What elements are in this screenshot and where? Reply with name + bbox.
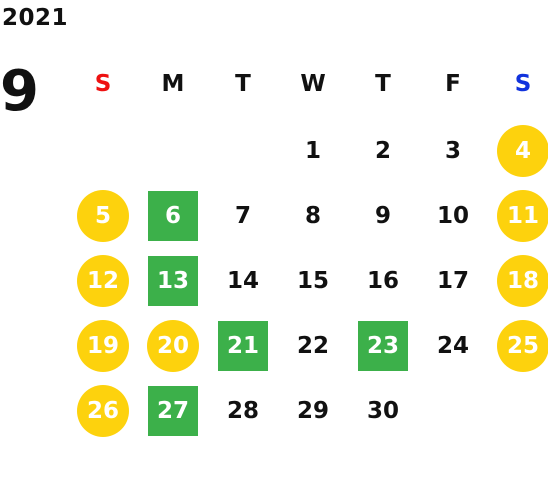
weekday-label: S xyxy=(94,71,112,97)
weekday-label: T xyxy=(375,71,391,97)
day-cell[interactable]: 18 xyxy=(488,255,548,307)
day-number: 24 xyxy=(436,333,469,359)
day-cell[interactable]: 1 xyxy=(278,125,348,177)
day-cell[interactable]: 10 xyxy=(418,190,488,242)
weekday-label: F xyxy=(445,71,461,97)
day-number: 15 xyxy=(296,268,329,294)
weekday-label: W xyxy=(300,71,326,97)
day-cell[interactable]: 4 xyxy=(488,125,548,177)
empty-day-cell xyxy=(418,385,488,437)
day-cell[interactable]: 30 xyxy=(348,385,418,437)
day-number: 19 xyxy=(77,320,129,372)
day-cell[interactable]: 6 xyxy=(138,190,208,242)
day-cell[interactable]: 2 xyxy=(348,125,418,177)
day-cell[interactable]: 28 xyxy=(208,385,278,437)
day-number: 1 xyxy=(304,138,321,164)
day-number: 3 xyxy=(444,138,461,164)
day-number: 7 xyxy=(234,203,251,229)
day-number: 13 xyxy=(148,256,198,306)
day-number: 16 xyxy=(366,268,399,294)
day-number: 17 xyxy=(436,268,469,294)
day-number: 22 xyxy=(296,333,329,359)
day-cell[interactable]: 5 xyxy=(68,190,138,242)
day-cell[interactable]: 23 xyxy=(348,320,418,372)
weekday-header: F xyxy=(418,58,488,110)
day-cell[interactable]: 22 xyxy=(278,320,348,372)
weekday-label: T xyxy=(235,71,251,97)
day-number: 25 xyxy=(497,320,548,372)
day-number: 30 xyxy=(366,398,399,424)
day-number xyxy=(77,125,129,177)
empty-day-cell xyxy=(68,125,138,177)
empty-day-cell xyxy=(488,385,548,437)
day-cell[interactable]: 13 xyxy=(138,255,208,307)
day-number: 27 xyxy=(148,386,198,436)
weekday-header: M xyxy=(138,58,208,110)
day-cell[interactable]: 16 xyxy=(348,255,418,307)
day-number: 29 xyxy=(296,398,329,424)
day-cell[interactable]: 3 xyxy=(418,125,488,177)
day-number: 8 xyxy=(304,203,321,229)
day-number: 6 xyxy=(148,191,198,241)
day-number xyxy=(217,125,269,177)
week-row: 26 27 28 29 30 xyxy=(68,385,548,437)
day-number: 9 xyxy=(374,203,391,229)
day-number: 11 xyxy=(497,190,548,242)
weekday-label: M xyxy=(161,71,185,97)
day-number xyxy=(497,385,548,437)
day-number: 12 xyxy=(77,255,129,307)
day-cell[interactable]: 19 xyxy=(68,320,138,372)
day-cell[interactable]: 26 xyxy=(68,385,138,437)
week-row: 19 20 21 22 23 24 25 xyxy=(68,320,548,372)
week-row: 12 13 14 15 16 17 18 xyxy=(68,255,548,307)
year-label: 2021 xyxy=(2,5,69,31)
day-cell[interactable]: 17 xyxy=(418,255,488,307)
weekday-header: W xyxy=(278,58,348,110)
empty-day-cell xyxy=(208,125,278,177)
weekday-label: S xyxy=(514,71,532,97)
weekday-header: T xyxy=(348,58,418,110)
day-cell[interactable]: 9 xyxy=(348,190,418,242)
day-number xyxy=(427,385,479,437)
day-cell[interactable]: 25 xyxy=(488,320,548,372)
day-number xyxy=(147,125,199,177)
day-number: 20 xyxy=(147,320,199,372)
day-number: 21 xyxy=(218,321,268,371)
day-number: 18 xyxy=(497,255,548,307)
day-cell[interactable]: 14 xyxy=(208,255,278,307)
day-number: 14 xyxy=(226,268,259,294)
day-cell[interactable]: 20 xyxy=(138,320,208,372)
day-cell[interactable]: 12 xyxy=(68,255,138,307)
day-cell[interactable]: 8 xyxy=(278,190,348,242)
day-cell[interactable]: 29 xyxy=(278,385,348,437)
day-cell[interactable]: 21 xyxy=(208,320,278,372)
week-row: 1 2 3 4 xyxy=(68,125,548,177)
month-label: 9 xyxy=(0,59,39,124)
empty-day-cell xyxy=(138,125,208,177)
weekday-header: T xyxy=(208,58,278,110)
weekday-header: S xyxy=(488,58,548,110)
weekday-header: S xyxy=(68,58,138,110)
day-cell[interactable]: 11 xyxy=(488,190,548,242)
day-number: 26 xyxy=(77,385,129,437)
day-cell[interactable]: 15 xyxy=(278,255,348,307)
day-number: 28 xyxy=(226,398,259,424)
day-number: 5 xyxy=(77,190,129,242)
day-number: 23 xyxy=(358,321,408,371)
day-cell[interactable]: 24 xyxy=(418,320,488,372)
day-number: 10 xyxy=(436,203,469,229)
day-number: 4 xyxy=(497,125,548,177)
day-number: 2 xyxy=(374,138,391,164)
day-cell[interactable]: 7 xyxy=(208,190,278,242)
day-cell[interactable]: 27 xyxy=(138,385,208,437)
